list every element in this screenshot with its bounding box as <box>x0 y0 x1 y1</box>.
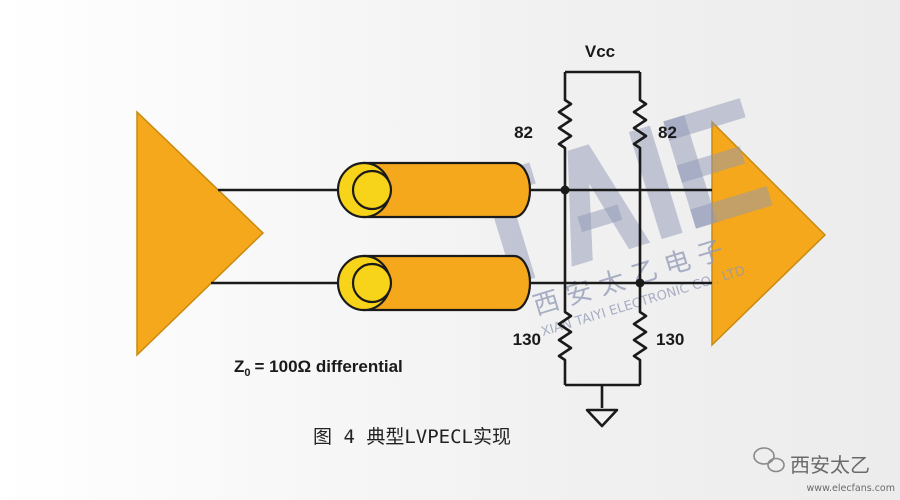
right-branch <box>632 72 648 385</box>
coax-body <box>362 254 532 312</box>
receiver-amplifier <box>711 120 827 347</box>
watermark-block <box>628 125 683 240</box>
resistor-bottom-left-label: 130 <box>513 330 541 349</box>
resistor-top-right-label: 82 <box>658 123 677 142</box>
driver-amplifier <box>136 110 265 357</box>
corner-mark: 西安太乙 www.elecfans.com <box>753 447 895 494</box>
coax-cable-top <box>336 161 532 219</box>
corner-mark-site: www.elecfans.com <box>807 483 895 494</box>
impedance-symbol: Z <box>234 357 244 376</box>
coax-core <box>351 262 393 304</box>
watermark-block <box>676 146 746 183</box>
vcc-label: Vcc <box>585 42 615 61</box>
watermark-block <box>663 98 746 141</box>
impedance-value: = 100Ω differential <box>255 357 403 376</box>
coax-body <box>362 161 532 219</box>
corner-mark-name: 西安太乙 <box>790 453 870 477</box>
ground-rail <box>565 383 640 408</box>
impedance-subscript: 0 <box>244 367 250 379</box>
watermark-block <box>690 186 773 229</box>
junction-dot-bottom <box>635 278 645 288</box>
resistor-top-left-label: 82 <box>514 123 533 142</box>
ground-symbol <box>585 408 619 428</box>
impedance-label: Z0 = 100Ω differential <box>234 357 403 379</box>
watermark-block <box>577 204 623 233</box>
coax-cable-bottom <box>336 254 532 312</box>
left-branch <box>557 72 573 385</box>
junction-dot-top <box>560 185 570 195</box>
watermark-block <box>567 144 651 267</box>
wechat-icon <box>753 447 785 473</box>
coax-core <box>351 169 393 211</box>
resistor-bottom-right-label: 130 <box>656 330 684 349</box>
figure-caption: 图 4 典型LVPECL实现 <box>313 426 511 448</box>
